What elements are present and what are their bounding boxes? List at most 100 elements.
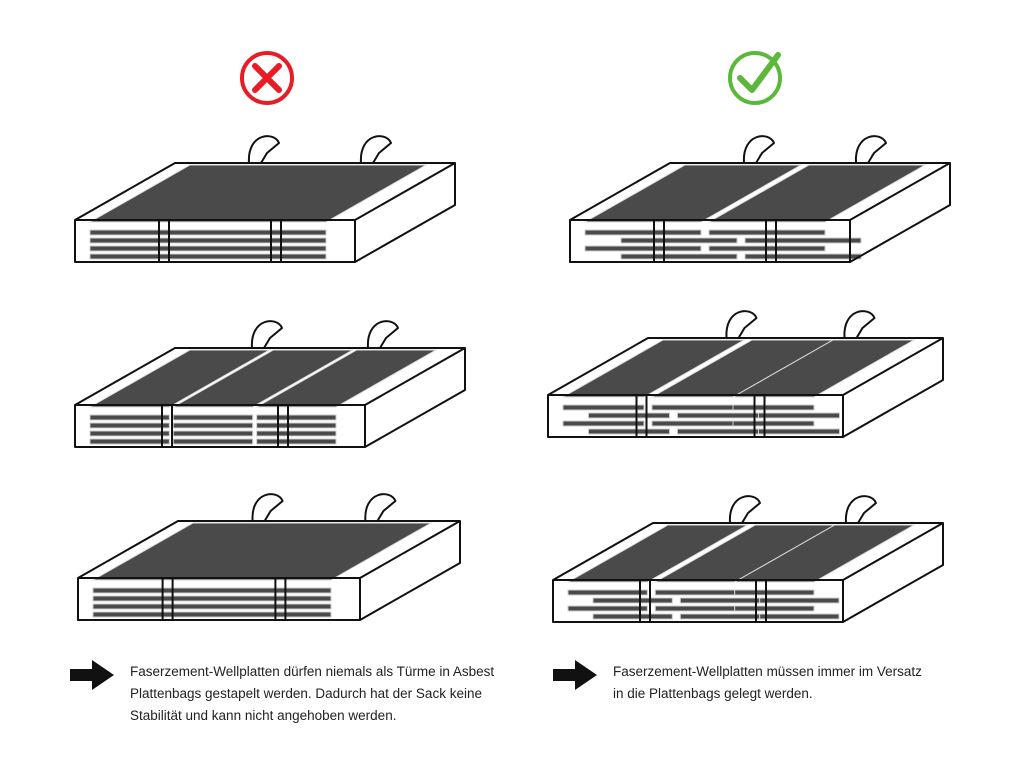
arrow-right-icon [70, 660, 114, 690]
bag-handle [250, 320, 283, 349]
caption-wrong: Faserzement-Wellplatten dürfen niemals a… [130, 664, 495, 723]
plate-layer [758, 428, 840, 435]
plate-layer [89, 245, 327, 252]
plate-layer [588, 412, 670, 419]
plate-layer [584, 245, 702, 252]
plate-layer [89, 237, 327, 244]
plate-layer [620, 237, 738, 244]
plate-layer [172, 438, 254, 445]
bag-side [547, 337, 944, 438]
plate-layer [651, 404, 734, 411]
plate-layer [92, 603, 332, 610]
plate-layer [89, 229, 327, 236]
bag-handle [843, 310, 876, 339]
bag-strap [274, 578, 287, 620]
bag-strap [755, 580, 767, 622]
plate-layer [734, 589, 815, 596]
bag-handle [251, 493, 284, 522]
plate-top [731, 339, 916, 398]
plate-layer [89, 422, 170, 429]
plate-top [88, 349, 272, 408]
caption-right: Faserzement-Wellplatten müssen immer im … [613, 664, 922, 701]
bag-strap [653, 220, 665, 262]
plate-layer [620, 253, 738, 260]
bag-side [74, 162, 456, 263]
bag-handle [364, 493, 397, 522]
plate-top [566, 524, 750, 583]
plate-top [583, 164, 803, 223]
plate-top [561, 339, 746, 398]
plate-layer [732, 420, 815, 427]
plate-layer [567, 605, 648, 612]
plate-layer [584, 229, 702, 236]
plate-layer [654, 589, 736, 596]
cross-circle-icon [240, 51, 294, 105]
bag-offset-2 [547, 310, 944, 438]
arrow-right-icon [553, 660, 597, 690]
bag-side [552, 522, 944, 623]
plate-layer [256, 430, 337, 437]
bag-strap [161, 578, 174, 620]
plate-layer [92, 587, 332, 594]
plate-layer [172, 422, 254, 429]
bag-strap [161, 405, 173, 447]
plate-layer [256, 422, 337, 429]
bag-tower-1 [74, 135, 456, 263]
check-circle-icon [728, 51, 782, 105]
bag-handle [359, 135, 392, 164]
plate-layer [256, 438, 337, 445]
plate-layer [744, 253, 862, 260]
plate-layer [759, 597, 840, 604]
bag-handle [844, 495, 877, 524]
plate-top [707, 164, 927, 223]
plate-layer [677, 412, 759, 419]
plate-layer [758, 412, 840, 419]
plate-layer [562, 404, 645, 411]
bag-handle [725, 310, 758, 339]
bag-handle [366, 320, 399, 349]
plate-top [91, 522, 433, 581]
bag-strap [635, 395, 648, 437]
plate-top [88, 164, 428, 223]
bag-side [74, 347, 466, 448]
plate-layer [744, 237, 862, 244]
plate-layer [89, 438, 170, 445]
bag-handle [247, 135, 280, 164]
bag-offset-3 [552, 495, 944, 623]
bag-side [569, 162, 951, 263]
plate-layer [588, 428, 670, 435]
bag-handle [742, 135, 775, 164]
bag-strap [639, 580, 651, 622]
plate-layer [92, 611, 332, 618]
plate-layer [567, 589, 648, 596]
bag-strap [158, 220, 170, 262]
plate-layer [89, 253, 327, 260]
plate-layer [734, 605, 815, 612]
bag-offset-1 [569, 135, 951, 263]
plate-layer [679, 613, 761, 620]
plate-layer [592, 597, 673, 604]
plate-layer [654, 605, 736, 612]
plate-layer [92, 595, 332, 602]
plate-layer [256, 414, 337, 421]
bag-tower-2 [74, 320, 466, 448]
bag-strap [765, 220, 777, 262]
plate-layer [172, 414, 254, 421]
bag-handle [854, 135, 887, 164]
plate-layer [679, 597, 761, 604]
plate-layer [759, 613, 840, 620]
plate-top [732, 524, 916, 583]
plate-layer [562, 420, 645, 427]
plate-layer [89, 414, 170, 421]
bag-strap [270, 220, 282, 262]
plate-top [171, 349, 355, 408]
bag-strap [277, 405, 289, 447]
plate-layer [732, 404, 815, 411]
bag-strap [753, 395, 766, 437]
plate-layer [651, 420, 734, 427]
plate-layer [677, 428, 759, 435]
plate-layer [172, 430, 254, 437]
plate-top [254, 349, 438, 408]
bag-side [77, 520, 461, 621]
